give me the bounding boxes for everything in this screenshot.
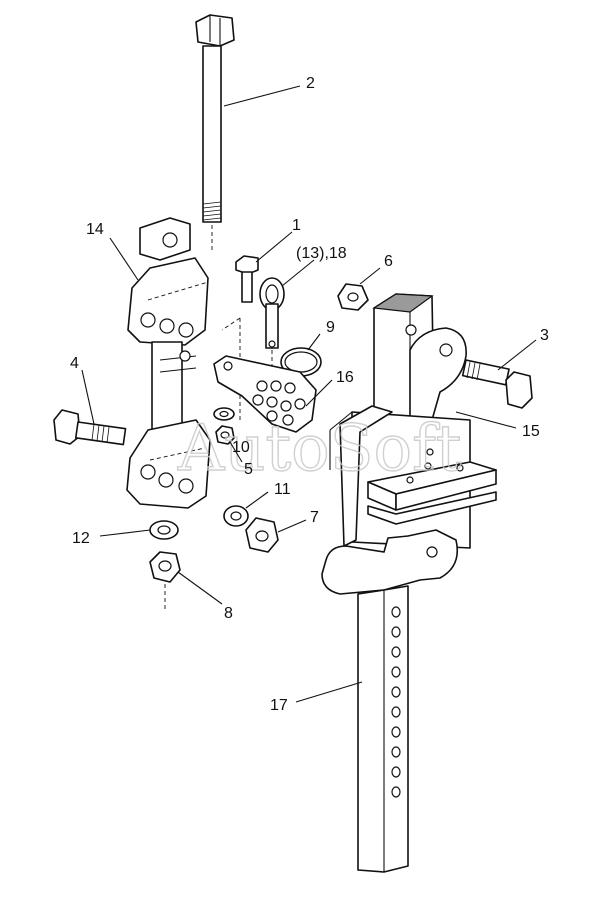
callout-10: 10: [232, 439, 250, 456]
callout-6: 6: [384, 253, 393, 270]
callout-2: 2: [306, 75, 315, 92]
callout-16: 16: [336, 369, 354, 386]
callout-11: 11: [274, 481, 291, 498]
part-17-perforated-bar: [357, 585, 409, 873]
part-9-snap-ring: [280, 347, 322, 377]
part-12-washer: [149, 520, 179, 540]
callout-9: 9: [326, 319, 335, 336]
callout-3: 3: [540, 327, 549, 344]
part-11-washer: [223, 505, 249, 527]
part-10-washer: [213, 407, 235, 421]
part-2-long-bolt: [195, 14, 235, 250]
part-8-nut: [149, 551, 181, 612]
part-6-nut: [337, 283, 369, 311]
part-18-pin: [259, 277, 285, 370]
callout-15: 15: [522, 423, 540, 440]
part-7-nut: [245, 517, 279, 553]
part-15-main-bracket: [321, 293, 497, 595]
callout-7: 7: [310, 509, 319, 526]
part-1-small-bolt: [221, 255, 259, 420]
leader-lines: [81, 85, 537, 703]
callout-13-18: (13),18: [296, 245, 347, 262]
part-14-bracket: [126, 217, 211, 509]
callout-5: 5: [244, 461, 253, 478]
part-3-right-bolt: [461, 359, 533, 409]
callouts: 2 1 (13),18 6 3 14 4 9 16 15 10 5 11 7 1…: [70, 75, 549, 714]
watermark: AutoSoft: [177, 412, 462, 486]
callout-12: 12: [72, 530, 90, 547]
part-4-side-bolt: [53, 409, 127, 446]
part-16-plate: [213, 355, 317, 433]
callout-4: 4: [70, 355, 79, 372]
callout-8: 8: [224, 605, 233, 622]
part-5-nut: [215, 425, 235, 445]
callout-17: 17: [270, 697, 288, 714]
callout-1: 1: [292, 217, 301, 234]
callout-14: 14: [86, 221, 104, 238]
